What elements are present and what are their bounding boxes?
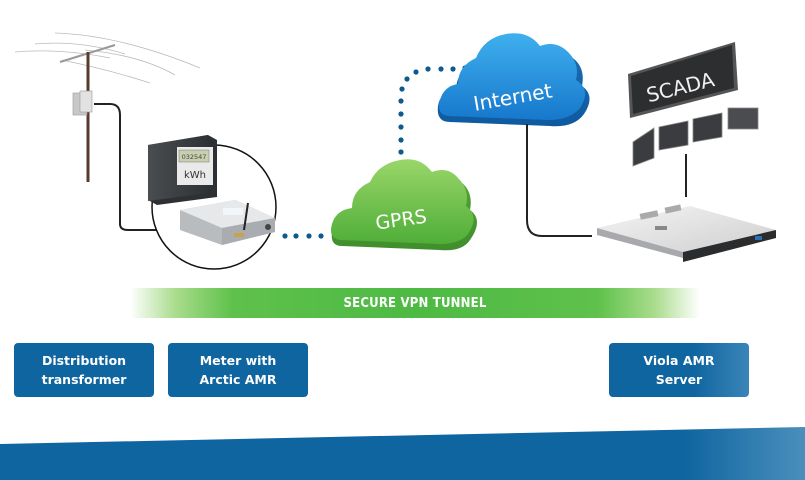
label-line1: Viola AMR [643, 353, 715, 368]
footer-banner [0, 427, 805, 480]
tunnel-label: SECURE VPN TUNNEL [343, 295, 487, 311]
label-line1: Distribution [41, 353, 127, 368]
label-viola-amr-server: Viola AMR Server [609, 343, 749, 397]
internet-cloud-icon: Internet [437, 33, 590, 127]
label-meter-arctic-amr: Meter with Arctic AMR [168, 343, 308, 397]
electricity-meter-icon: 032547 kWh [148, 135, 217, 205]
internet-server-cable [526, 124, 592, 237]
label-line2: Server [655, 372, 703, 387]
meter-unit: kWh [184, 170, 206, 181]
amr-modem-icon [180, 200, 275, 245]
gprs-cloud-icon: GPRS [331, 159, 477, 251]
utility-pole-icon [14, 32, 201, 182]
wireless-link-dots [282, 233, 324, 239]
secure-vpn-tunnel-bar: SECURE VPN TUNNEL [130, 288, 700, 318]
scada-display-icon: SCADA [628, 42, 759, 167]
label-line2: transformer [41, 372, 127, 387]
meter-reading: 032547 [182, 153, 207, 161]
amr-server-icon [597, 204, 776, 262]
power-cable [94, 103, 157, 231]
label-distribution-transformer: Distribution transformer [14, 343, 154, 397]
label-line1: Meter with [199, 353, 277, 368]
label-line2: Arctic AMR [199, 372, 277, 387]
